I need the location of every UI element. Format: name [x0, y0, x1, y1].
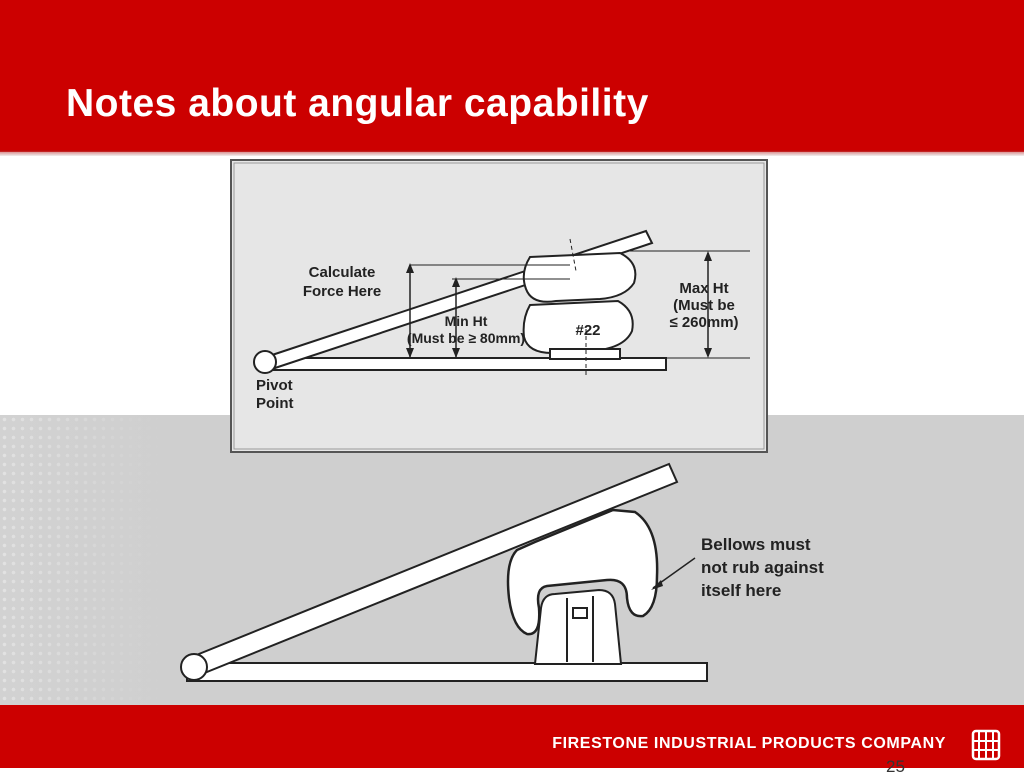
deformed-bellows	[506, 508, 659, 636]
min-ht-label: Min Ht	[445, 313, 488, 329]
header-shadow	[0, 150, 1024, 156]
airspring-bellows	[522, 251, 637, 360]
piston	[533, 588, 623, 665]
pivot-circle	[180, 653, 208, 681]
pivot-circle	[253, 350, 277, 374]
slide-title: Notes about angular capability	[66, 82, 649, 125]
bellows-note-line2: not rub against	[701, 558, 824, 577]
part-number-label: #22	[575, 322, 600, 339]
max-ht-label: Max Ht	[679, 280, 728, 297]
pivot-label-line2: Point	[256, 395, 294, 412]
min-ht-constraint: (Must be ≥ 80mm)	[407, 330, 525, 346]
max-ht-constraint-line1: (Must be	[673, 297, 735, 314]
header-band: Notes about angular capability	[0, 0, 1024, 152]
pivot-label-line1: Pivot	[256, 377, 293, 394]
diagram-frame	[230, 159, 768, 453]
angular-capability-diagram: Calculate Force Here Min Ht (Must be ≥ 8…	[230, 159, 768, 453]
company-name: FIRESTONE INDUSTRIAL PRODUCTS COMPANY	[552, 735, 946, 752]
calculate-force-label-line1: Calculate	[309, 264, 376, 281]
bellows-note-line3: itself here	[701, 581, 781, 600]
bellows-rub-diagram: Bellows must not rub against itself here	[180, 462, 824, 682]
footer-band: FIRESTONE INDUSTRIAL PRODUCTS COMPANY 25	[0, 705, 1024, 776]
calculate-force-label-line2: Force Here	[303, 283, 381, 300]
max-ht-constraint-line2: ≤ 260mm)	[669, 314, 738, 331]
page-number: 25	[886, 757, 905, 776]
firestone-logo-icon	[971, 729, 1001, 761]
bellows-note-line1: Bellows must	[701, 535, 811, 554]
base-plate	[186, 662, 708, 682]
